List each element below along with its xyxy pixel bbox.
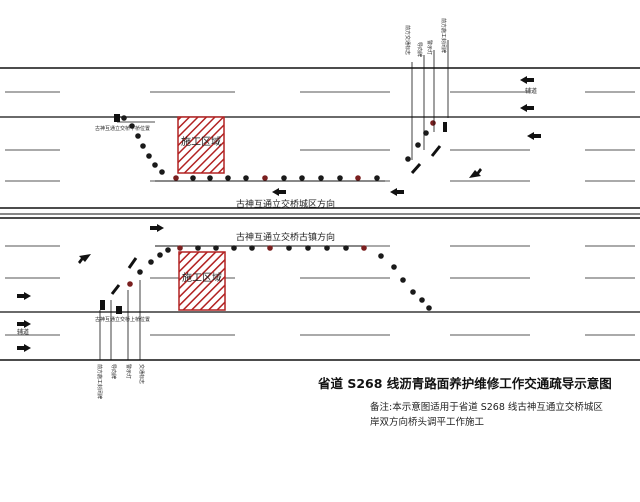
- note-line: 备注:本示意图适用于省道 S268 线古神互通立交桥城区: [370, 401, 603, 413]
- direction-label: 古神互通立交桥古镇方向: [236, 231, 335, 243]
- cone: [374, 175, 380, 181]
- cone: [249, 245, 255, 251]
- arrow-left-icon: [520, 104, 534, 112]
- cone-red: [355, 175, 361, 181]
- lower-arrows: [17, 224, 164, 352]
- warning-sign-icon: [116, 306, 122, 314]
- cone: [157, 252, 163, 258]
- vertical-sign-label: 警示灯: [426, 40, 433, 55]
- arrow-diag-icon: [78, 254, 91, 264]
- lane-markings: [5, 91, 635, 182]
- cone: [305, 245, 311, 251]
- sidewalk-label: 辅道: [525, 87, 537, 95]
- cone-red: [127, 281, 133, 287]
- cone: [337, 175, 343, 181]
- vertical-sign-label: 导向牌: [110, 364, 117, 379]
- cone: [343, 245, 349, 251]
- cone-red: [430, 120, 436, 126]
- arrow-right-icon: [17, 320, 31, 328]
- cone-red: [262, 175, 268, 181]
- work-zone: [178, 251, 226, 311]
- arrow-right-icon: [17, 292, 31, 300]
- cone: [415, 142, 421, 148]
- vertical-sign-label: 前方交通标志: [404, 25, 411, 55]
- arrow-diag-icon: [469, 168, 482, 178]
- lower-roadway: 施工区域 古神互通立交桥上桥位置 前方施工封闭牌 导向牌 警示灯 交通标志 辅道…: [0, 217, 640, 399]
- cone: [225, 175, 231, 181]
- vertical-sign-label: 警示灯: [125, 364, 132, 379]
- cone: [121, 115, 127, 121]
- cone: [419, 297, 425, 303]
- barrier-icon: [443, 122, 447, 132]
- arrow-left-icon: [527, 132, 541, 140]
- cone: [281, 175, 287, 181]
- direction-label: 古神互通立交桥城区方向: [236, 198, 335, 210]
- cone: [286, 245, 292, 251]
- work-zone: [177, 116, 225, 174]
- cone: [129, 123, 135, 129]
- barrier-icon: [110, 284, 121, 295]
- warning-sign-icon: [100, 300, 105, 310]
- vertical-sign-label: 前方施工封闭牌: [96, 364, 103, 399]
- cone-red: [267, 245, 273, 251]
- cone-red: [173, 175, 179, 181]
- cone: [410, 289, 416, 295]
- cone: [146, 153, 152, 159]
- cone: [140, 143, 146, 149]
- cone: [152, 162, 158, 168]
- cone: [137, 269, 143, 275]
- barrier-icon: [430, 145, 442, 157]
- cone: [324, 245, 330, 251]
- cone: [405, 156, 411, 162]
- cone: [190, 175, 196, 181]
- upper-roadway: 施工区域 古神互通立交桥下桥位置 前方交通标志 导向牌 警示灯 前方施工封闭牌: [0, 18, 640, 215]
- arrow-right-icon: [17, 344, 31, 352]
- cone: [423, 130, 429, 136]
- cone: [135, 133, 141, 139]
- cone: [378, 253, 384, 259]
- cone: [195, 245, 201, 251]
- work-zone-label: 施工区域: [182, 271, 222, 284]
- lower-cones: [127, 245, 432, 311]
- cone: [400, 277, 406, 283]
- cone-red: [177, 245, 183, 251]
- vertical-sign-label: 导向牌: [416, 42, 423, 57]
- barrier-icon: [410, 163, 422, 174]
- upper-sign-posts: 前方交通标志 导向牌 警示灯 前方施工封闭牌: [404, 18, 449, 160]
- cone: [159, 169, 165, 175]
- cone: [426, 305, 432, 311]
- sign-label: 古神互通立交桥上桥位置: [95, 316, 150, 323]
- cone: [231, 245, 237, 251]
- cone: [165, 247, 171, 253]
- work-zone-label: 施工区域: [181, 135, 221, 148]
- cone: [207, 175, 213, 181]
- arrow-left-icon: [390, 188, 404, 196]
- barrier-icon: [127, 257, 138, 269]
- diagram-title: 省道 S268 线沥青路面养护维修工作交通疏导示意图: [317, 376, 612, 391]
- warning-sign-icon: [114, 114, 120, 122]
- sign-label: 古神互通立交桥下桥位置: [95, 125, 150, 132]
- cone: [299, 175, 305, 181]
- arrow-right-icon: [150, 224, 164, 232]
- arrow-left-icon: [272, 188, 286, 196]
- cone: [148, 259, 154, 265]
- vertical-sign-label: 前方施工封闭牌: [440, 18, 447, 53]
- upper-cones: [121, 115, 436, 181]
- cone: [391, 264, 397, 270]
- arrow-left-icon: [520, 76, 534, 84]
- cone: [318, 175, 324, 181]
- cone-red: [361, 245, 367, 251]
- sidewalk-label: 辅道: [17, 328, 29, 336]
- note-line: 岸双方向桥头调平工作施工: [370, 416, 485, 428]
- cone: [243, 175, 249, 181]
- lower-sign-posts: 前方施工封闭牌 导向牌 警示灯 交通标志: [96, 280, 145, 399]
- upper-arrows: [272, 76, 541, 196]
- vertical-sign-label: 交通标志: [138, 364, 145, 384]
- cone: [213, 245, 219, 251]
